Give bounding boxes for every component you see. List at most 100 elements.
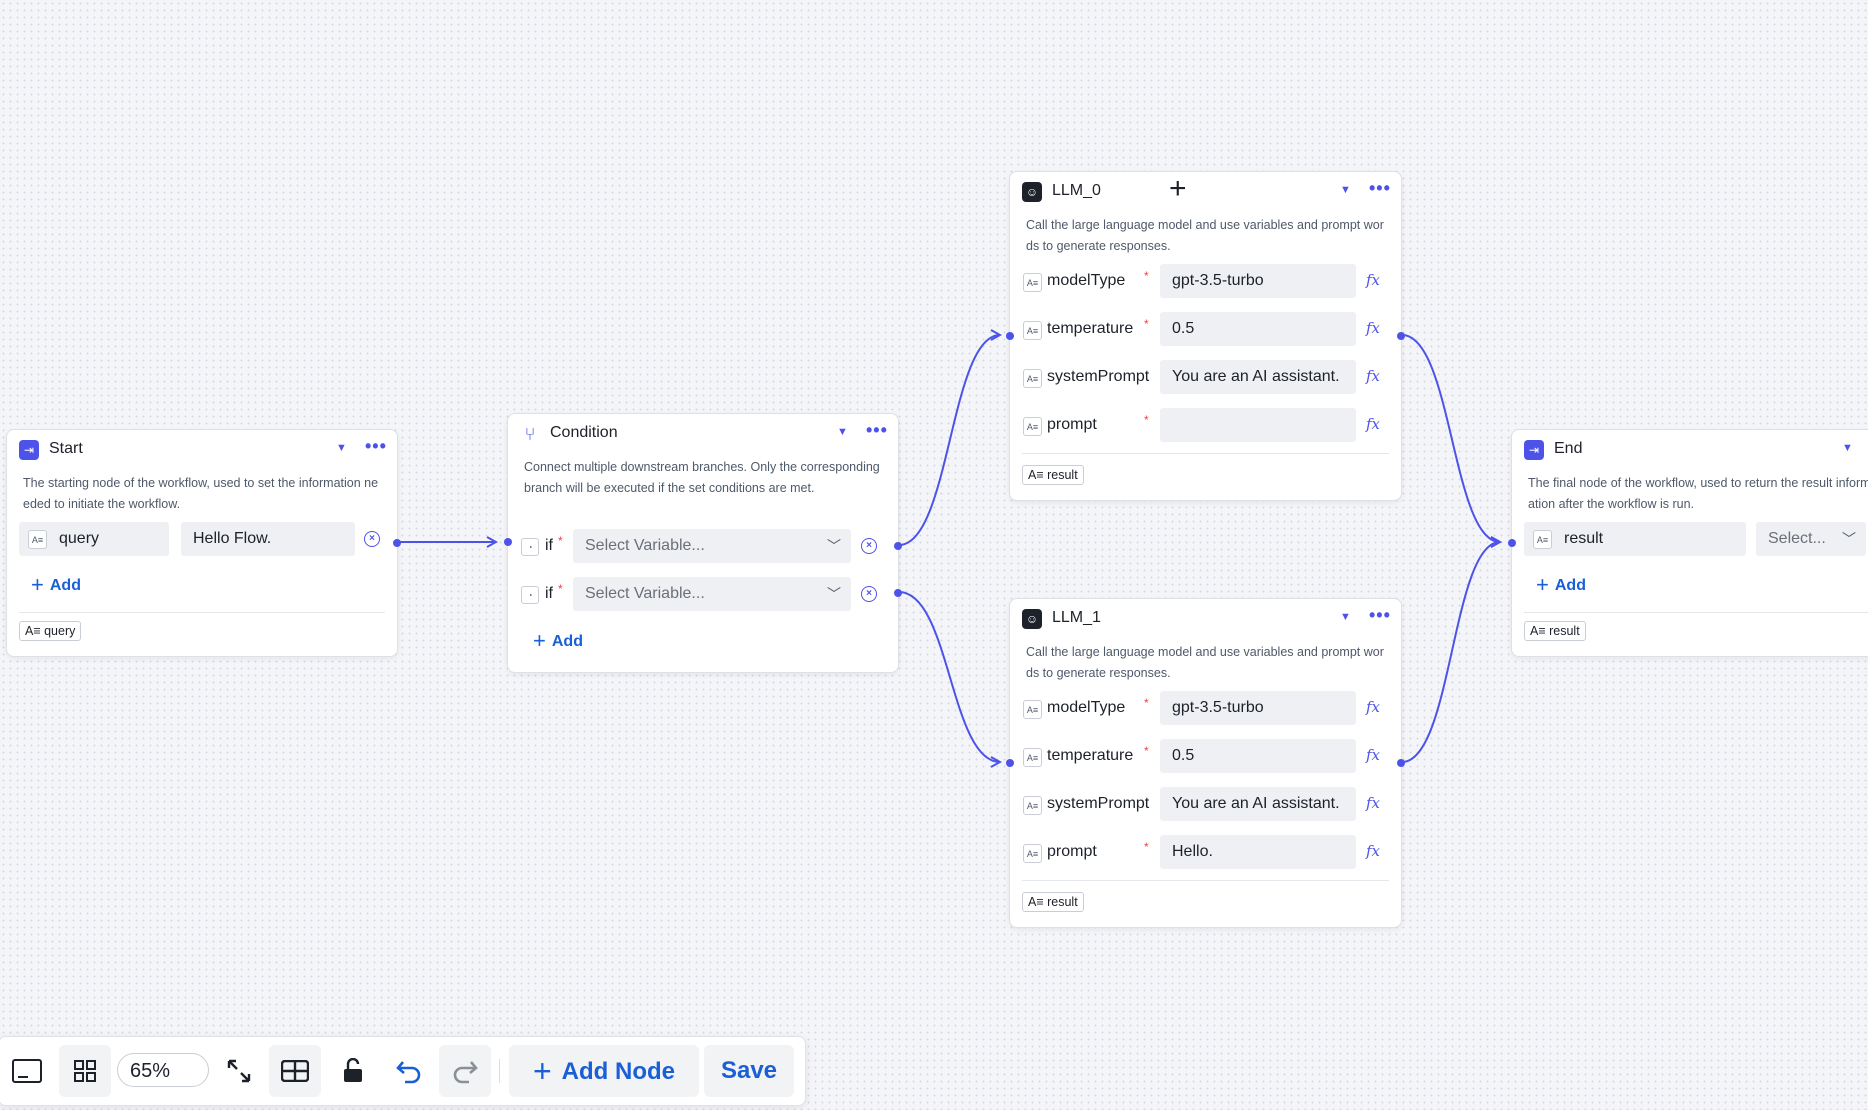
node-description: Call the large language model and use va… [1026, 645, 1384, 680]
edge-llm0-end [1401, 334, 1500, 542]
node-title: Start [49, 440, 83, 457]
input-name-field[interactable]: result [1524, 522, 1746, 556]
param-type-icon: A≡ [1023, 796, 1042, 815]
more-options-icon[interactable]: ••• [1369, 605, 1391, 625]
expression-icon[interactable]: fx [1366, 271, 1381, 289]
plus-icon: + [1536, 572, 1549, 597]
node-description: The final node of the workflow, used to … [1528, 476, 1868, 511]
output-port[interactable] [393, 539, 401, 547]
required-mark: * [1144, 840, 1149, 854]
divider [1524, 612, 1868, 613]
remove-icon[interactable]: × [861, 586, 877, 602]
undo-button[interactable] [383, 1045, 435, 1097]
string-type-icon: A≡ [28, 530, 47, 549]
branch-port[interactable] [894, 589, 902, 597]
grid-layout-icon [74, 1060, 96, 1082]
collapse-caret-icon[interactable]: ▼ [336, 442, 347, 454]
value-select[interactable]: Select... ﹀ [1756, 522, 1866, 556]
redo-button[interactable] [439, 1045, 491, 1097]
output-chip: A≡ result [1524, 621, 1586, 641]
save-button[interactable]: Save [704, 1045, 794, 1097]
node-title: LLM_1 [1052, 609, 1101, 626]
input-port[interactable] [1508, 539, 1516, 547]
fit-view-button[interactable] [213, 1045, 265, 1097]
more-options-icon[interactable]: ••• [866, 420, 888, 440]
param-label: systemPrompt [1047, 795, 1150, 812]
collapse-caret-icon[interactable]: ▼ [1340, 611, 1351, 623]
node-header: ⑂ Condition ▼ ••• [508, 414, 898, 452]
table-view-button[interactable] [269, 1045, 321, 1097]
node-header: ☺ LLM_0 ▼ ••• [1010, 172, 1401, 210]
start-node[interactable]: ⇥ Start ▼ ••• The starting node of the w… [6, 429, 401, 657]
add-input-button[interactable]: +Add [1536, 572, 1586, 598]
output-name: result [1047, 468, 1078, 482]
output-port[interactable] [1397, 759, 1405, 767]
input-port[interactable] [1006, 759, 1014, 767]
auto-layout-button[interactable] [59, 1045, 111, 1097]
variable-select[interactable]: Select Variable... ﹀ [573, 529, 851, 563]
expression-icon[interactable]: fx [1366, 842, 1381, 860]
node-title: LLM_0 [1052, 182, 1101, 199]
more-options-icon[interactable]: ••• [1369, 178, 1391, 198]
expression-icon[interactable]: fx [1366, 746, 1381, 764]
zoom-level-input[interactable]: 65% [117, 1053, 209, 1087]
collapse-caret-icon[interactable]: ▼ [1842, 442, 1853, 454]
expression-icon[interactable]: fx [1366, 415, 1381, 433]
output-chip: A≡ result [1022, 892, 1084, 912]
redo-icon [453, 1061, 478, 1084]
param-value-field[interactable]: 0.5 [1160, 739, 1356, 773]
input-port[interactable] [1006, 332, 1014, 340]
param-type-icon: A≡ [1023, 273, 1042, 292]
plus-icon: + [31, 572, 44, 597]
branch-type-icon: ◔ [521, 538, 539, 556]
node-title: End [1554, 440, 1583, 457]
add-branch-button[interactable]: +Add [533, 628, 583, 654]
param-label: modelType [1047, 272, 1126, 289]
expression-icon[interactable]: fx [1366, 698, 1381, 716]
llm-icon: ☺ [1022, 182, 1042, 202]
llm-icon: ☺ [1022, 609, 1042, 629]
output-port[interactable] [1397, 332, 1405, 340]
required-mark: * [558, 582, 563, 596]
param-label: systemPrompt [1047, 368, 1150, 385]
expression-icon[interactable]: fx [1366, 367, 1381, 385]
branch-label: if [545, 585, 553, 602]
minimap-toggle-button[interactable] [1, 1045, 53, 1097]
input-name: query [59, 530, 100, 547]
expression-icon[interactable]: fx [1366, 319, 1381, 337]
llm-1-node[interactable]: ☺ LLM_1 ▼ ••• Call the large language mo… [1006, 598, 1405, 928]
divider [19, 612, 385, 613]
branch-label: if [545, 537, 553, 554]
node-title: Condition [550, 424, 618, 441]
remove-icon[interactable]: × [364, 531, 380, 547]
start-icon: ⇥ [19, 440, 39, 460]
add-node-label: Add Node [561, 1058, 675, 1085]
input-value-field[interactable]: Hello Flow. [181, 522, 355, 556]
add-node-button[interactable]: +Add Node [509, 1045, 699, 1097]
llm-0-node[interactable]: ☺ LLM_0 ▼ ••• Call the large language mo… [1006, 171, 1405, 501]
end-node[interactable]: ⇥ End ▼ The final node of the workflow, … [1508, 429, 1868, 657]
collapse-caret-icon[interactable]: ▼ [837, 426, 848, 438]
param-value-field[interactable]: 0.5 [1160, 312, 1356, 346]
remove-icon[interactable]: × [861, 538, 877, 554]
collapse-caret-icon[interactable]: ▼ [1340, 184, 1351, 196]
add-input-button[interactable]: +Add [31, 572, 81, 598]
param-value-field[interactable]: You are an AI assistant. [1160, 360, 1356, 394]
output-name: result [1047, 895, 1078, 909]
param-value-field[interactable]: You are an AI assistant. [1160, 787, 1356, 821]
chevron-down-icon: ﹀ [827, 586, 841, 602]
condition-node[interactable]: ⑂ Condition ▼ ••• Connect multiple downs… [504, 413, 902, 673]
param-value-field[interactable]: gpt-3.5-turbo [1160, 691, 1356, 725]
variable-select[interactable]: Select Variable... ﹀ [573, 577, 851, 611]
required-mark: * [558, 534, 563, 548]
param-value-field[interactable] [1160, 408, 1356, 442]
input-port[interactable] [504, 538, 512, 546]
lock-button[interactable] [327, 1045, 379, 1097]
input-name: result [1564, 530, 1604, 547]
branch-port[interactable] [894, 542, 902, 550]
param-value-field[interactable]: Hello. [1160, 835, 1356, 869]
param-value-field[interactable]: gpt-3.5-turbo [1160, 264, 1356, 298]
more-options-icon[interactable]: ••• [365, 436, 387, 456]
expression-icon[interactable]: fx [1366, 794, 1381, 812]
